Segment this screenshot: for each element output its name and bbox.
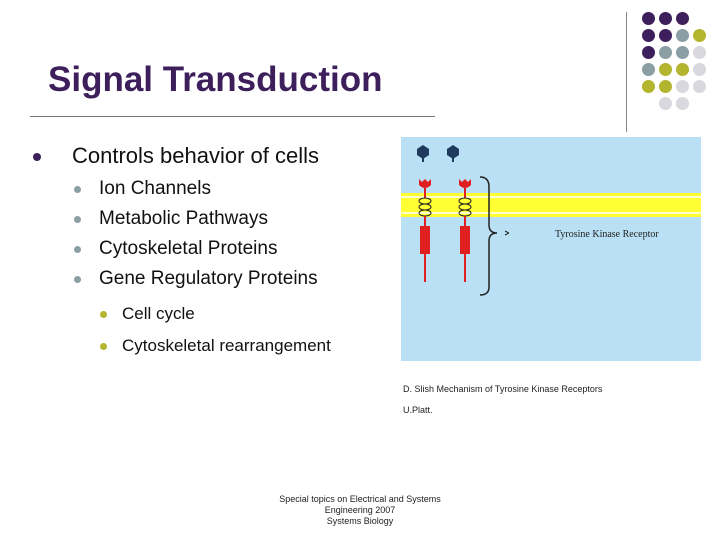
footer-line: Engineering 2007 xyxy=(324,505,396,515)
title-underline xyxy=(30,116,435,117)
arrow-icon xyxy=(504,230,510,236)
bullet-marker xyxy=(100,311,107,318)
bullet-marker xyxy=(74,216,81,223)
dot xyxy=(693,46,706,59)
bullet-marker xyxy=(74,246,81,253)
dot xyxy=(676,97,689,110)
sub-sub-bullet-text: Cytoskeletal rearrangement xyxy=(122,336,331,355)
main-bullet-text: Controls behavior of cells xyxy=(72,143,320,168)
bullet-marker xyxy=(74,186,81,193)
dot xyxy=(659,46,672,59)
receptor-icon xyxy=(418,179,432,282)
footer-line: Special topics on Electrical and Systems xyxy=(279,494,441,504)
bullet-marker xyxy=(74,276,81,283)
receptor-label: Tyrosine Kinase Receptor xyxy=(555,229,659,240)
dot xyxy=(642,63,655,76)
dot xyxy=(676,46,689,59)
slide-title: Signal Transduction xyxy=(48,60,383,99)
dot xyxy=(642,80,655,93)
sub-bullet-text: Metabolic Pathways xyxy=(99,208,268,229)
footer-line: Systems Biology xyxy=(326,516,394,526)
bullet-marker xyxy=(33,153,41,161)
bullet-marker xyxy=(100,343,107,350)
dot xyxy=(659,97,672,110)
figure-caption-line-1: D. Slish Mechanism of Tyrosine Kinase Re… xyxy=(403,384,603,394)
receptor-diagram: Tyrosine Kinase Receptor xyxy=(401,145,701,296)
dot xyxy=(693,29,706,42)
ligand-icon xyxy=(447,145,459,162)
bracket xyxy=(479,176,498,296)
sub-sub-bullet-text: Cell cycle xyxy=(122,304,195,323)
receptor-figure: Tyrosine Kinase Receptor xyxy=(401,137,701,361)
dot xyxy=(693,63,706,76)
receptor-icon xyxy=(458,179,472,282)
dot xyxy=(659,63,672,76)
dot xyxy=(642,12,655,25)
figure-caption-line-2: U.Platt. xyxy=(403,405,433,415)
sub-bullet-text: Ion Channels xyxy=(99,178,211,199)
sub-bullet-text: Cytoskeletal Proteins xyxy=(99,238,278,259)
vertical-divider xyxy=(626,12,627,132)
ligand-icon xyxy=(417,145,429,162)
dot xyxy=(659,12,672,25)
dot xyxy=(659,80,672,93)
dot xyxy=(642,29,655,42)
dot xyxy=(642,46,655,59)
dot xyxy=(676,63,689,76)
dot xyxy=(676,29,689,42)
dot xyxy=(676,12,689,25)
dot xyxy=(693,80,706,93)
dot xyxy=(676,80,689,93)
footer: Special topics on Electrical and Systems… xyxy=(250,494,470,527)
sub-bullet-text: Gene Regulatory Proteins xyxy=(99,268,318,289)
dot xyxy=(659,29,672,42)
